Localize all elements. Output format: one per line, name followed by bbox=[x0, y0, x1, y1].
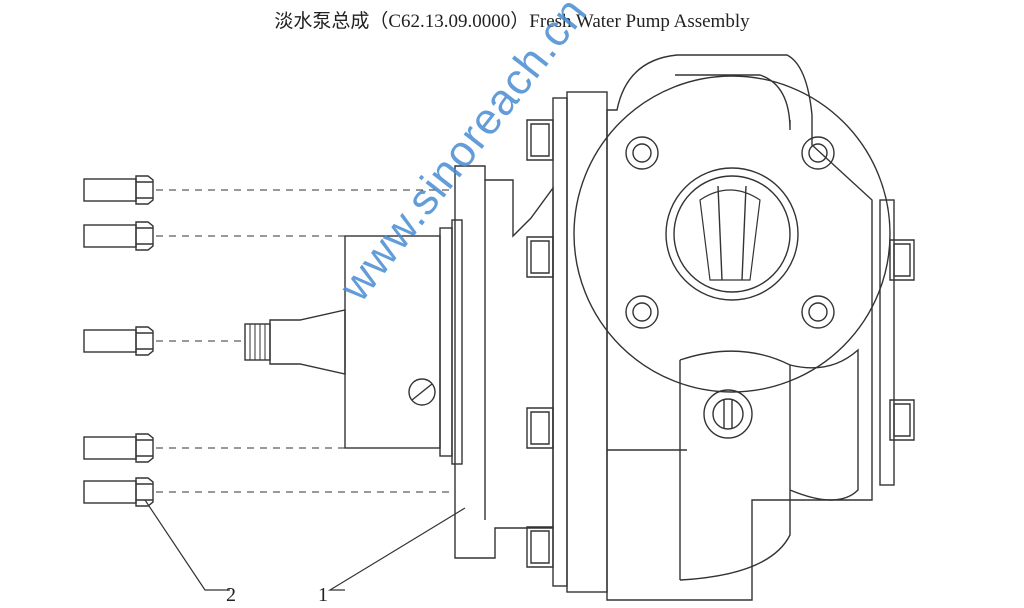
bolt-4 bbox=[83, 433, 154, 463]
callout-1: 1 bbox=[318, 584, 328, 606]
gasket-plate bbox=[552, 97, 568, 587]
drain-plug bbox=[703, 389, 753, 439]
leader-2 bbox=[144, 499, 230, 591]
outlet-bolt-br bbox=[801, 295, 835, 329]
flange-nut-upper bbox=[526, 236, 554, 278]
shaft bbox=[269, 309, 346, 375]
callout-2: 2 bbox=[226, 584, 236, 606]
outlet-bolt-tl bbox=[625, 136, 659, 170]
flange-nut-lower bbox=[526, 407, 554, 449]
leader-1 bbox=[327, 507, 466, 591]
bolt-5 bbox=[83, 477, 154, 507]
pump-body bbox=[606, 54, 873, 601]
outlet-flange bbox=[573, 75, 891, 393]
side-nut-lower bbox=[889, 399, 915, 441]
bolt-2 bbox=[83, 221, 154, 251]
flange-nut-top bbox=[526, 119, 554, 161]
assembly-lines bbox=[156, 189, 455, 493]
bolt-1 bbox=[83, 175, 154, 205]
side-nut-upper bbox=[889, 239, 915, 281]
side-bracket bbox=[879, 199, 895, 486]
outlet-bolt-bl bbox=[625, 295, 659, 329]
bolt-3 bbox=[83, 326, 154, 356]
diagram-title: 淡水泵总成（C62.13.09.0000）Fresh Water Pump As… bbox=[274, 11, 750, 32]
mounting-flange bbox=[454, 165, 554, 559]
outlet-bolt-tr bbox=[801, 136, 835, 170]
flange-nut-bottom bbox=[526, 526, 554, 568]
